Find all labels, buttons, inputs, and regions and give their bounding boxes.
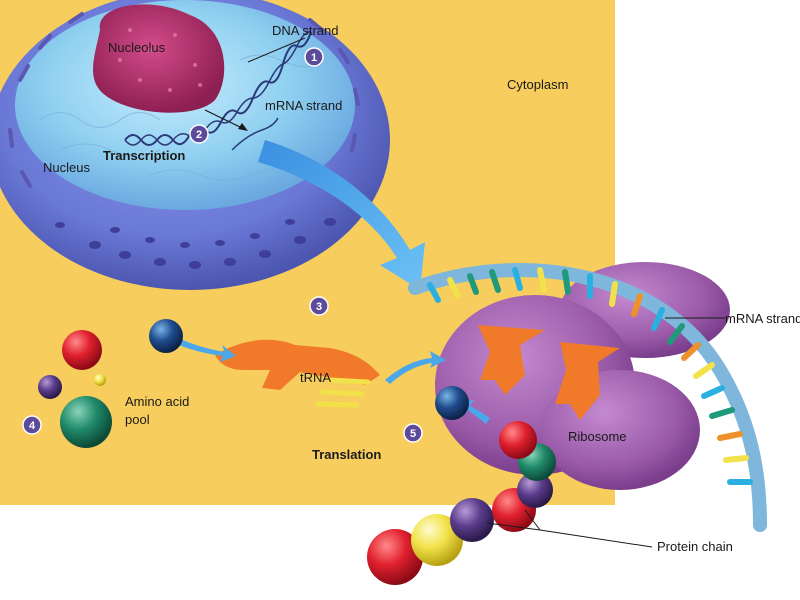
amino-acid-yellow	[94, 374, 106, 386]
nucleolus	[93, 4, 225, 113]
step-badge-1: 1	[304, 47, 324, 67]
step-badge-3: 3	[309, 296, 329, 316]
mrna-export-arrow	[258, 140, 425, 290]
label-amino-acid-pool-line2: pool	[125, 412, 150, 427]
nucleolus-speckles	[118, 28, 202, 92]
trna-anticodon	[315, 377, 371, 408]
mrna-in-nucleus	[231, 117, 279, 151]
step-badge-4: 4	[22, 415, 42, 435]
trna-to-ribosome-arrow	[385, 351, 446, 384]
label-translation: Translation	[312, 447, 381, 462]
protein-chain-spheres	[367, 421, 556, 585]
chromatin-texture	[39, 54, 321, 181]
svg-text:5: 5	[410, 428, 416, 440]
trna-body	[215, 339, 380, 390]
svg-text:1: 1	[311, 52, 317, 64]
label-mrna-strand-nucleus: mRNA strand	[265, 98, 342, 113]
nuclear-pores	[55, 197, 355, 269]
mrna-backbone	[408, 263, 767, 532]
nuclear-envelope-dashes	[8, 12, 360, 188]
amino-acid-pool-spheres	[38, 319, 469, 448]
trna-on-ribosome	[478, 325, 620, 420]
label-trna: tRNA	[300, 370, 331, 385]
trna-ribosome-1	[478, 325, 545, 395]
amino-to-trna-arrow	[176, 338, 236, 362]
label-cytoplasm: Cytoplasm	[507, 77, 568, 92]
amino-acid-red	[62, 330, 102, 370]
trna-free	[215, 339, 380, 408]
label-protein-chain: Protein chain	[657, 539, 733, 554]
step-badge-5: 5	[403, 423, 423, 443]
amino-acid-blue	[149, 319, 183, 353]
label-mrna-strand-ribosome: mRNA strand	[725, 311, 800, 326]
mrna-codons	[427, 267, 753, 485]
label-amino-acid-pool-line1: Amino acid	[125, 394, 189, 409]
label-nucleolus: Nucleolus	[108, 40, 166, 55]
amino-acid-purple	[38, 375, 62, 399]
label-nucleus: Nucleus	[43, 160, 90, 175]
leader-lines	[247, 37, 725, 548]
amino-acid-blue-on-ribosome	[435, 386, 469, 420]
svg-text:4: 4	[29, 420, 36, 432]
label-transcription: Transcription	[103, 148, 185, 163]
svg-text:3: 3	[316, 301, 322, 313]
step-badge-2: 2	[189, 124, 209, 144]
label-ribosome: Ribosome	[568, 429, 627, 444]
trna-ribosome-2	[555, 342, 620, 420]
label-dna-strand: DNA strand	[272, 23, 338, 38]
dna-strand-complement	[124, 31, 312, 146]
svg-text:2: 2	[196, 129, 202, 141]
transcription-arrow	[204, 109, 243, 129]
amino-acid-green	[60, 396, 112, 448]
transcription-arrow-head	[238, 123, 248, 131]
